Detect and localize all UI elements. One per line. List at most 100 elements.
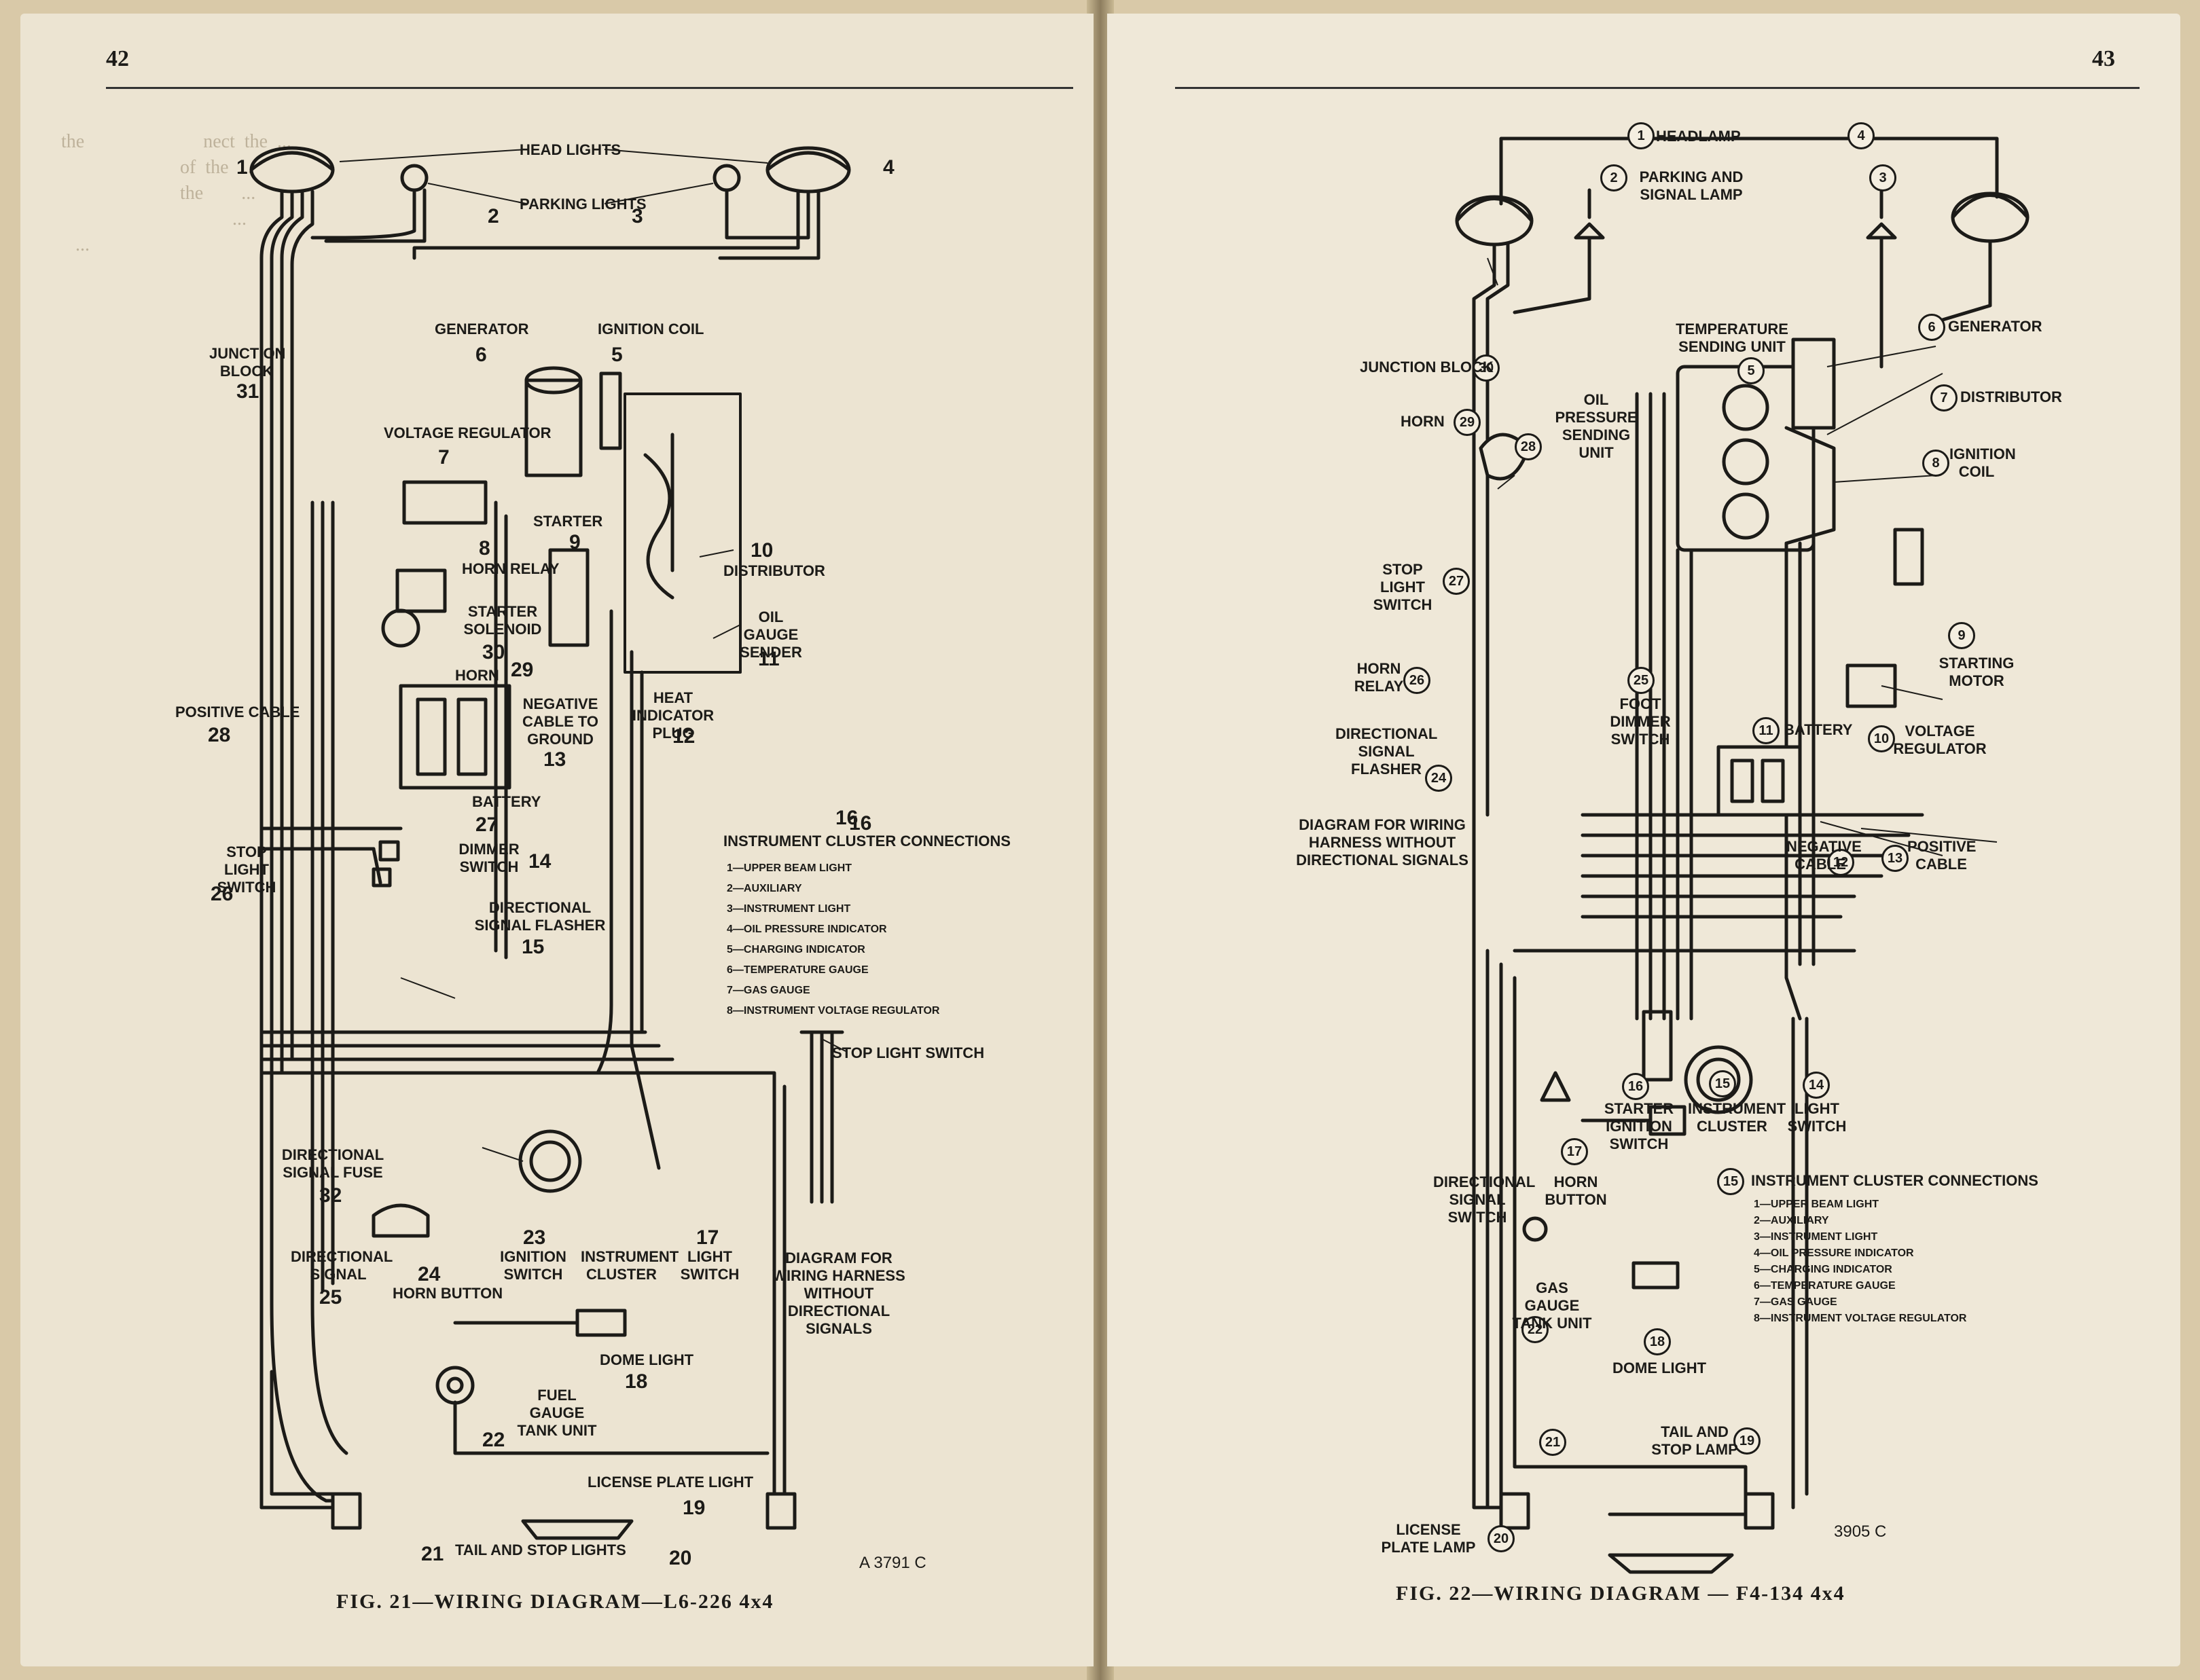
label-distributor: DISTRIBUTOR [723,562,825,579]
legend-number: 16 [835,807,859,829]
label-ignition-coil: IGNITION COIL [1949,445,2016,480]
callout-number: 16 [849,812,872,835]
label-positive-cable: POSITIVE CABLE [175,704,300,720]
label-directional-signal-switch: DIRECTIONAL SIGNAL SWITCH [1433,1173,1536,1226]
label-oil-pressure-sending-unit: OIL PRESSURE SENDING UNIT [1555,391,1638,461]
callout-number: 12 [672,725,696,748]
callout-circle: 24 [1425,765,1452,792]
legend-item: 7—GAS GAUGE [1754,1296,1837,1308]
label-directional-signal-flasher: DIRECTIONAL SIGNAL FLASHER [474,899,606,934]
label-horn-button: HORN BUTTON [1545,1173,1607,1208]
callout-number: 32 [319,1184,342,1207]
legend-number: 15 [1717,1168,1744,1195]
label-negative-cable: NEGATIVE CABLE [1786,838,1862,873]
instrument-cluster-legend: 1—UPPER BEAM LIGHT 2—AUXILIARY 3—INSTRUM… [1754,1197,1966,1327]
callout-number: 14 [528,850,552,873]
callout-circle: 25 [1627,667,1655,694]
label-distributor: DISTRIBUTOR [1960,388,2062,405]
label-ignition-switch: IGNITION SWITCH [500,1248,566,1283]
legend-item: 7—GAS GAUGE [727,985,810,996]
callout-number: 2 [488,205,499,227]
callout-number: 9 [569,531,581,553]
figure-code: 3905 C [1834,1522,1887,1541]
callout-circle: 21 [1539,1429,1566,1456]
callout-number: 7 [438,446,450,469]
callout-circle: 2 [1600,164,1627,191]
callout-number: 23 [523,1226,546,1249]
callout-circle: 26 [1403,667,1430,694]
callout-number: 29 [511,659,534,681]
figure-caption: FIG. 21—WIRING DIAGRAM—L6-226 4x4 [336,1590,774,1613]
callout-number: 25 [319,1286,342,1309]
callout-circle: 1 [1627,122,1655,149]
page-number: 42 [106,46,129,71]
legend-item: 1—UPPER BEAM LIGHT [1754,1199,1879,1210]
label-negative-cable: NEGATIVE CABLE TO GROUND [522,695,599,748]
label-directional-signal-flasher: DIRECTIONAL SIGNAL FLASHER [1335,725,1438,778]
header-rule [1175,87,2140,89]
legend-item: 8—INSTRUMENT VOLTAGE REGULATOR [727,1005,940,1017]
callout-circle: 22 [1521,1316,1549,1343]
wiring-diagram-l6-226 [249,146,851,1540]
label-diagram-note: DIAGRAM FOR WIRING HARNESS WITHOUT DIREC… [772,1249,905,1337]
label-directional-signal-fuse: DIRECTIONAL SIGNAL FUSE [281,1146,384,1181]
legend-item: 3—INSTRUMENT LIGHT [727,903,851,915]
label-parking-lights: PARKING LIGHTS [520,196,647,213]
callout-number: 28 [208,724,231,746]
callout-circle: 12 [1827,849,1854,876]
callout-number: 15 [522,936,545,958]
callout-number: 31 [236,380,259,403]
legend-item: 6—TEMPERATURE GAUGE [727,964,869,976]
label-headlamp: HEADLAMP [1656,128,1741,145]
label-directional-signal: DIRECTIONAL SIGNAL [291,1248,393,1283]
label-junction-block: JUNCTION BLOCK [209,345,286,380]
callout-circle: 28 [1515,433,1542,460]
label-generator: GENERATOR [1948,318,2042,335]
label-foot-dimmer-switch: FOOT DIMMER SWITCH [1610,695,1671,748]
callout-number: 8 [479,537,490,560]
label-battery: BATTERY [472,793,541,810]
figure-code: A 3791 C [859,1554,926,1572]
callout-circle: 10 [1868,725,1895,752]
callout-circle: 30 [1473,354,1500,382]
wiring-diagram-f4-134 [1455,136,2030,1574]
label-starter-solenoid: STARTER SOLENOID [463,603,542,638]
label-tail-stop-lamp: TAIL AND STOP LAMP [1651,1423,1738,1458]
label-gas-gauge-tank-unit: GAS GAUGE TANK UNIT [1512,1279,1592,1332]
label-heat-indicator-plug: HEAT INDICATOR PLUG [632,689,715,742]
callout-number: 11 [758,648,780,670]
show-through-text: the nect the ... of the ... the ... ... … [61,131,292,255]
legend-item: 4—OIL PRESSURE INDICATOR [727,924,887,935]
callout-circle: 16 [1622,1073,1649,1100]
label-light-switch: LIGHT SWITCH [680,1248,740,1283]
callout-circle: 19 [1733,1427,1761,1455]
figure-caption: FIG. 22—WIRING DIAGRAM — F4-134 4x4 [1396,1582,1845,1605]
label-starter: STARTER [533,513,603,530]
label-positive-cable: POSITIVE CABLE [1907,838,1977,873]
label-horn: HORN [455,667,499,684]
label-light-switch: LIGHT SWITCH [1787,1100,1847,1135]
callout-circle: 20 [1487,1525,1515,1552]
label-instrument-cluster: INSTRUMENT CLUSTER [1688,1100,1786,1135]
callout-circle: 4 [1847,122,1875,149]
callout-number: 19 [683,1497,706,1519]
label-instrument-cluster: INSTRUMENT CLUSTER [581,1248,679,1283]
label-temperature-sending-unit: TEMPERATURE SENDING UNIT [1676,321,1788,355]
label-voltage-regulator: VOLTAGE REGULATOR [1893,723,1987,757]
callout-number: 24 [418,1263,441,1285]
callout-circle: 14 [1803,1072,1830,1099]
label-license-plate-light: LICENSE PLATE LIGHT [588,1474,754,1491]
callout-circle: 27 [1443,568,1470,595]
label-starting-motor: STARTING MOTOR [1938,655,2015,689]
legend-item: 1—UPPER BEAM LIGHT [727,862,852,874]
label-oil-gauge-sender: OIL GAUGE SENDER [740,608,802,661]
callout-number: 1 [236,156,248,179]
label-dome-light: DOME LIGHT [600,1351,694,1368]
legend-item: 2—AUXILIARY [1754,1215,1829,1226]
label-head-lights: HEAD LIGHTS [520,141,621,158]
label-parking-signal-lamp: PARKING AND SIGNAL LAMP [1639,168,1744,203]
label-horn: HORN [1401,413,1445,430]
callout-circle: 29 [1454,409,1481,436]
callout-number: 10 [751,539,774,562]
legend-item: 4—OIL PRESSURE INDICATOR [1754,1247,1914,1259]
